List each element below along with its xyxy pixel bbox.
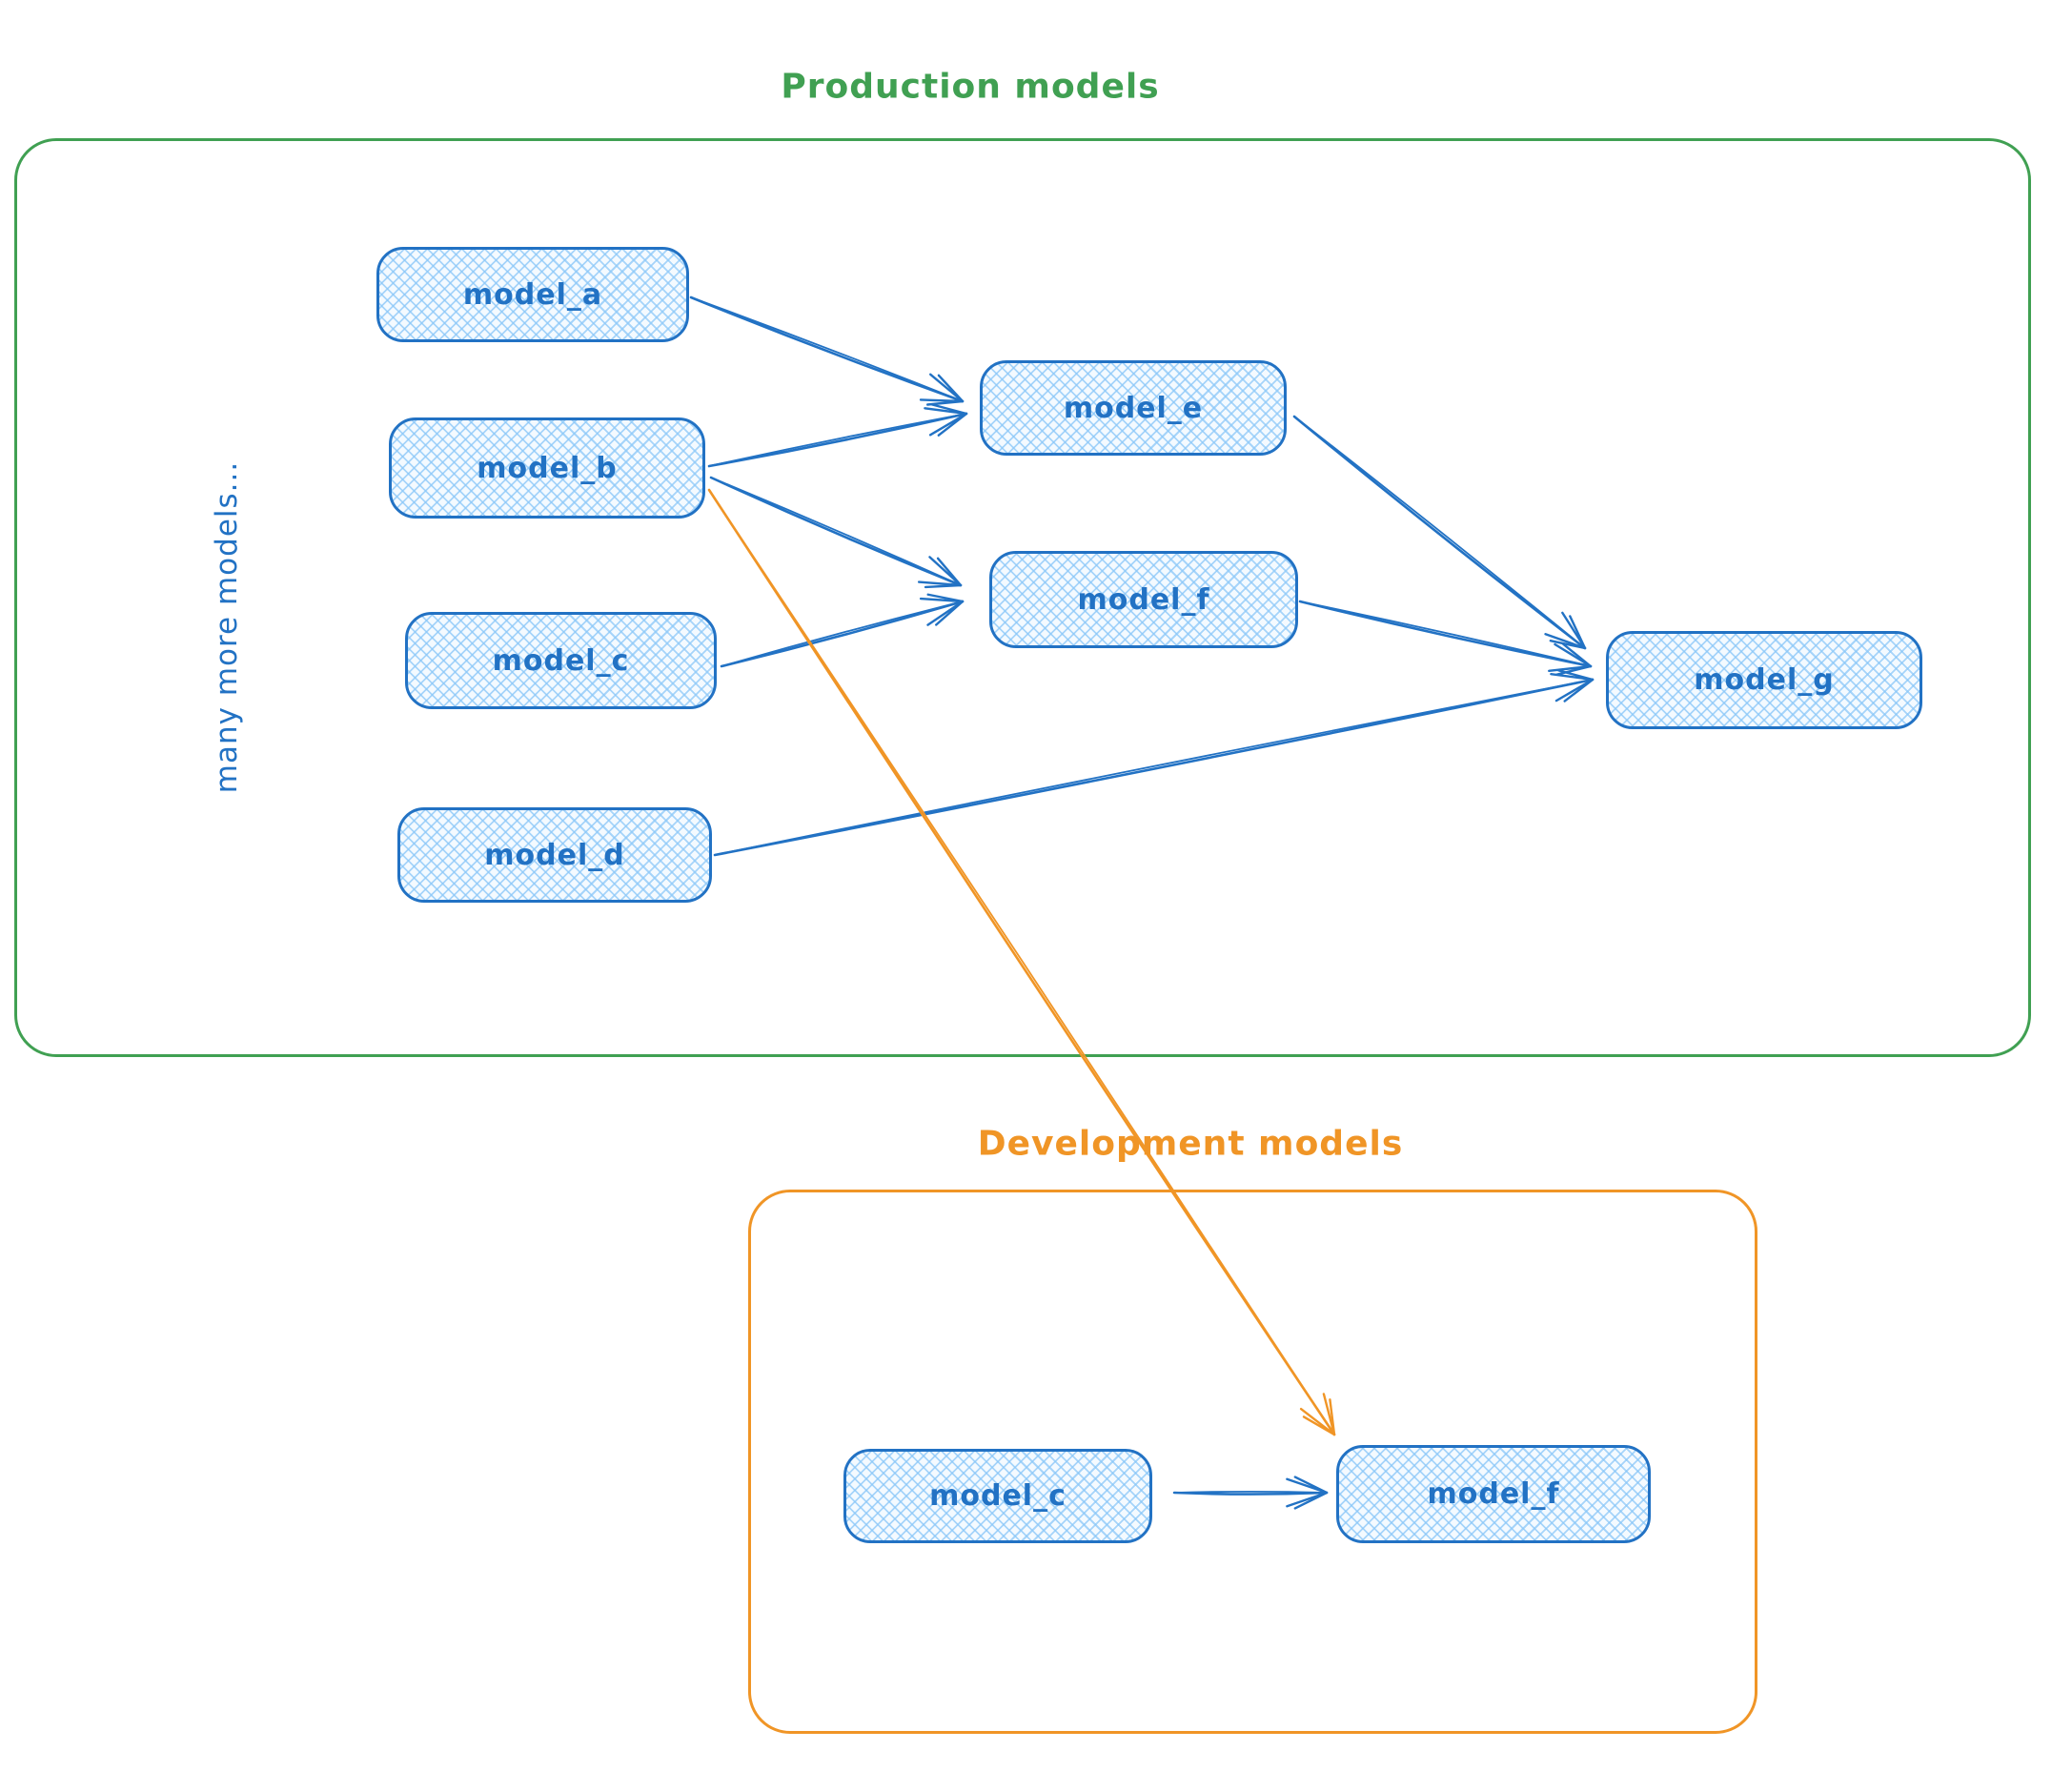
node-label: model_f: [1077, 582, 1210, 617]
node-label: model_b: [477, 451, 618, 485]
many-more-models-note: many more models...: [210, 460, 244, 794]
node-label: model_g: [1694, 663, 1835, 697]
node-label: model_c: [492, 643, 630, 678]
node-model_d_prod: model_d: [397, 807, 712, 903]
node-label: model_d: [484, 838, 625, 872]
node-model_g_prod: model_g: [1606, 631, 1922, 729]
development-group-title: Development models: [977, 1124, 1404, 1164]
node-label: model_f: [1427, 1477, 1560, 1511]
node-model_f_dev: model_f: [1336, 1445, 1651, 1543]
node-label: model_e: [1063, 391, 1204, 425]
node-label: model_a: [462, 277, 603, 312]
node-model_f_prod: model_f: [989, 551, 1298, 648]
node-model_a_prod: model_a: [376, 247, 689, 342]
node-model_b_prod: model_b: [389, 417, 705, 519]
node-model_c_dev: model_c: [843, 1449, 1152, 1543]
node-label: model_c: [929, 1479, 1066, 1513]
node-model_e_prod: model_e: [980, 360, 1287, 456]
production-group-title: Production models: [781, 67, 1160, 107]
node-model_c_prod: model_c: [405, 612, 717, 709]
